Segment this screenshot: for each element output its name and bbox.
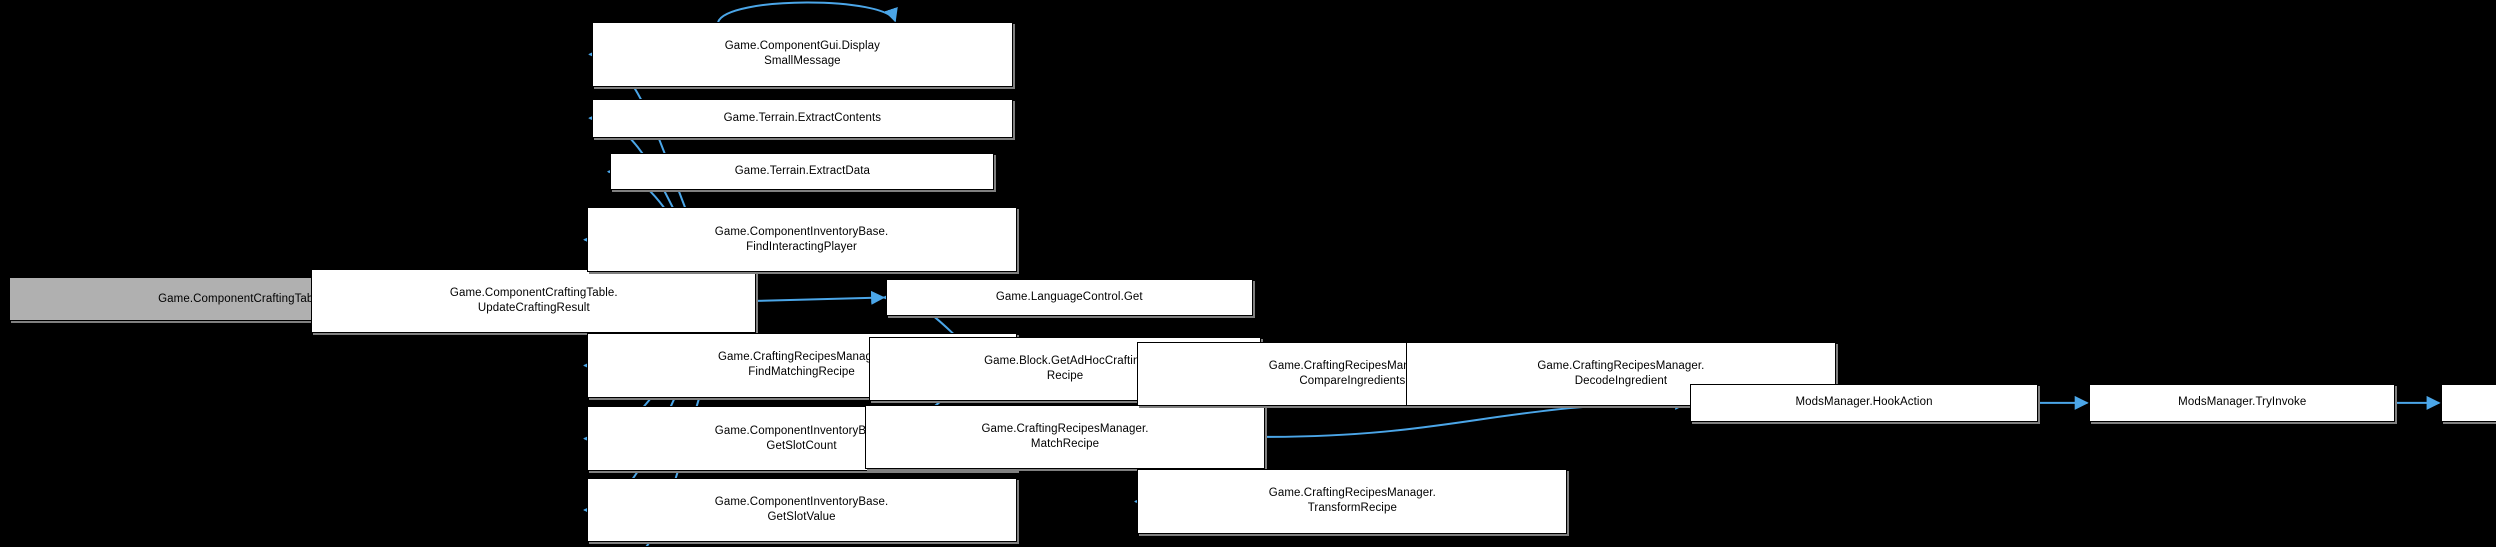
graph-node[interactable]: Game.CraftingRecipesManager. TransformRe… (1137, 469, 1568, 534)
graph-node[interactable]: Engine.Log.Error (2441, 384, 2496, 422)
graph-node[interactable]: Game.ComponentInventoryBase. GetSlotValu… (586, 477, 1017, 543)
graph-node[interactable]: Game.ComponentGui.Display SmallMessage (591, 22, 1014, 87)
graph-edge (756, 290, 886, 305)
graph-node[interactable]: ModsManager.HookAction (1689, 384, 2039, 422)
graph-node[interactable]: Game.LanguageControl.Get (885, 278, 1253, 317)
graph-edge (717, 1, 898, 23)
graph-node[interactable]: Game.ComponentCraftingTable. UpdateCraft… (311, 268, 757, 334)
graph-node[interactable]: Game.Terrain.ExtractData (610, 153, 995, 191)
graph-node[interactable]: ModsManager.TryInvoke (2089, 384, 2396, 422)
graph-edge (1264, 395, 1690, 438)
graph-node[interactable]: Game.ComponentInventoryBase. FindInterac… (586, 207, 1017, 272)
graph-node[interactable]: Game.Terrain.ExtractContents (591, 98, 1014, 138)
graph-node[interactable]: Game.CraftingRecipesManager. MatchRecipe (865, 404, 1265, 470)
